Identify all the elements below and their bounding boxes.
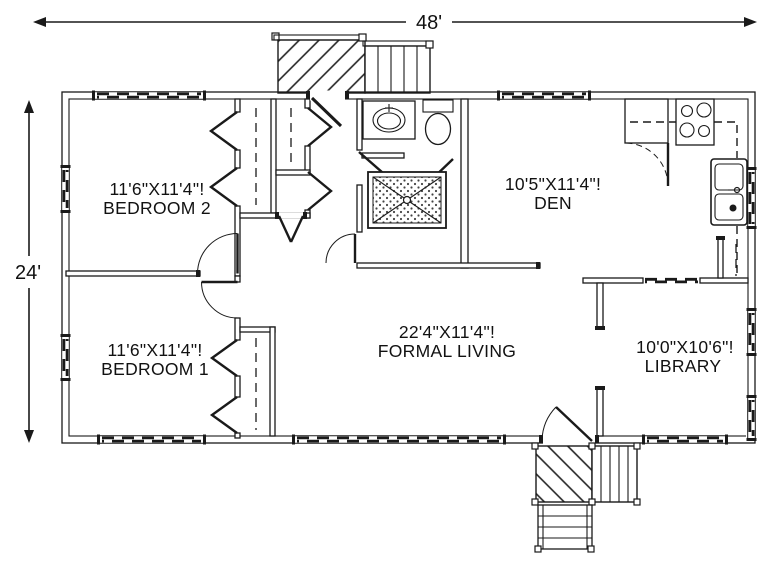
burner — [680, 104, 694, 118]
closet-bifold-door — [208, 111, 238, 151]
kitchen-sink-icon — [710, 158, 748, 226]
window — [97, 434, 206, 445]
rear-stoop — [591, 445, 638, 503]
overall-width-dimension: 48' — [33, 12, 757, 34]
closet-rods — [255, 108, 737, 430]
toilet-tank — [422, 99, 454, 113]
deck-post — [633, 442, 641, 450]
library-pilaster — [596, 282, 604, 329]
deck-post — [587, 545, 595, 553]
burner — [697, 124, 711, 138]
range-stove-icon — [675, 98, 715, 146]
closet-bifold-door — [209, 339, 238, 377]
doors — [197, 90, 670, 444]
deck-post — [271, 32, 280, 41]
den-wall — [460, 98, 469, 269]
overall-depth-dimension: 24' — [15, 100, 41, 443]
den-size-label: 10'5"X11'4"! — [505, 174, 601, 194]
bath-door-leaf — [358, 151, 384, 174]
den-closet-wall — [717, 237, 724, 279]
bedroom1-name-label: BEDROOM 1 — [101, 359, 209, 379]
closet-bifold-door — [307, 171, 333, 211]
bedroom2-size-label: 11'6"X11'4"! — [109, 179, 204, 199]
library-name-label: LIBRARY — [645, 356, 722, 376]
room-labels: 11'6"X11'4"! BEDROOM 2 10'5"X11'4"! DEN … — [101, 174, 734, 379]
deck-post — [531, 498, 539, 506]
library-pilaster — [596, 387, 604, 437]
rear-deck — [531, 442, 641, 553]
formal-living-name-label: FORMAL LIVING — [378, 341, 516, 361]
bedroom2-name-label: BEDROOM 2 — [103, 198, 211, 218]
arrowhead-up-icon — [24, 100, 34, 113]
arrowhead-right-icon — [744, 17, 757, 27]
rear-door-leaf — [555, 406, 593, 442]
window — [292, 434, 506, 445]
deck-hatch — [277, 39, 366, 94]
kitchen — [624, 98, 748, 276]
front-deck — [271, 32, 434, 94]
den-name-label: DEN — [534, 193, 572, 213]
entry-door-leaf — [310, 96, 343, 128]
hall-wall — [356, 262, 541, 269]
window — [60, 334, 71, 381]
deck-hatch — [535, 445, 593, 503]
arrowhead-left-icon — [33, 17, 46, 27]
bathroom — [362, 99, 454, 229]
vanity — [362, 100, 416, 140]
stoop-rail — [362, 40, 434, 47]
deck-post — [588, 442, 596, 450]
hall-door-leaf — [289, 215, 305, 243]
burner — [696, 102, 712, 118]
window — [497, 90, 591, 101]
width-dimension-label: 48' — [416, 12, 442, 34]
closet-bifold-door — [209, 396, 238, 434]
hall-door-leaf — [277, 215, 293, 243]
bedroom1-size-label: 11'6"X11'4"! — [107, 340, 202, 360]
deck-post — [358, 33, 367, 42]
bedroom-divider-wall — [65, 270, 201, 277]
window — [746, 395, 757, 441]
window — [60, 165, 71, 213]
burner — [679, 122, 695, 138]
depth-dimension-label: 24' — [15, 262, 41, 284]
interior-walls — [65, 98, 749, 439]
closet-bifold-door — [307, 107, 333, 147]
front-stoop-steps — [364, 45, 431, 94]
deck-post — [633, 498, 641, 506]
library-size-label: 10'0"X10'6"! — [636, 337, 734, 357]
formal-living-size-label: 22'4"X11'4"! — [399, 322, 495, 342]
toilet-icon — [424, 112, 452, 146]
closet-bifold-door — [208, 167, 238, 207]
refrigerator-icon — [624, 98, 669, 144]
shower-drain — [402, 195, 412, 205]
deck-post — [534, 545, 542, 553]
closet-divider-wall — [270, 98, 277, 214]
window — [642, 434, 728, 445]
arrowhead-down-icon — [24, 430, 34, 443]
drain — [729, 204, 737, 212]
window — [746, 308, 757, 356]
deck-post — [425, 40, 434, 49]
deck-rail — [273, 34, 367, 41]
deck-post — [588, 498, 596, 506]
window — [92, 90, 206, 101]
deck-post — [531, 442, 539, 450]
